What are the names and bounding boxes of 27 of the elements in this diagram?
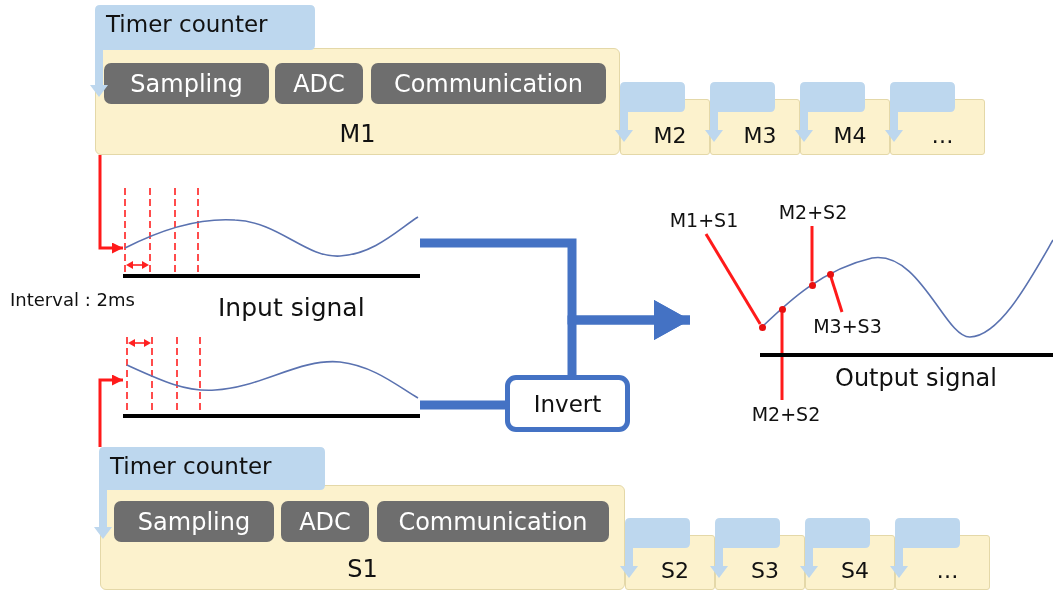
callout-label: M1+S1 — [662, 206, 746, 234]
data-point — [758, 323, 766, 331]
module-panel — [100, 485, 625, 590]
process-step: Communication — [371, 63, 606, 104]
module-panel — [95, 48, 620, 155]
data-point — [826, 270, 834, 278]
data-point — [778, 305, 786, 313]
process-step: Sampling — [104, 63, 269, 104]
callout-label: M3+S3 — [800, 312, 895, 340]
module-label: M1 — [338, 120, 377, 148]
timer-label: Timer counter — [106, 11, 268, 37]
timer-label: Timer counter — [110, 453, 272, 479]
signal-label: Output signal — [835, 364, 997, 392]
signal-label: Input signal — [218, 293, 365, 322]
data-point — [808, 281, 816, 289]
arrow — [98, 155, 123, 254]
callout-label: M2+S2 — [770, 198, 856, 226]
callout-label: M2+S2 — [743, 400, 829, 428]
process-box: Invert — [505, 375, 630, 432]
arrow — [567, 300, 690, 375]
module-label: S1 — [346, 555, 379, 583]
process-step: Sampling — [114, 501, 274, 542]
interval-label: Interval : 2ms — [10, 289, 135, 310]
arrow — [98, 374, 123, 447]
process-step: ADC — [281, 501, 369, 542]
process-step: Communication — [377, 501, 609, 542]
process-step: ADC — [275, 63, 363, 104]
